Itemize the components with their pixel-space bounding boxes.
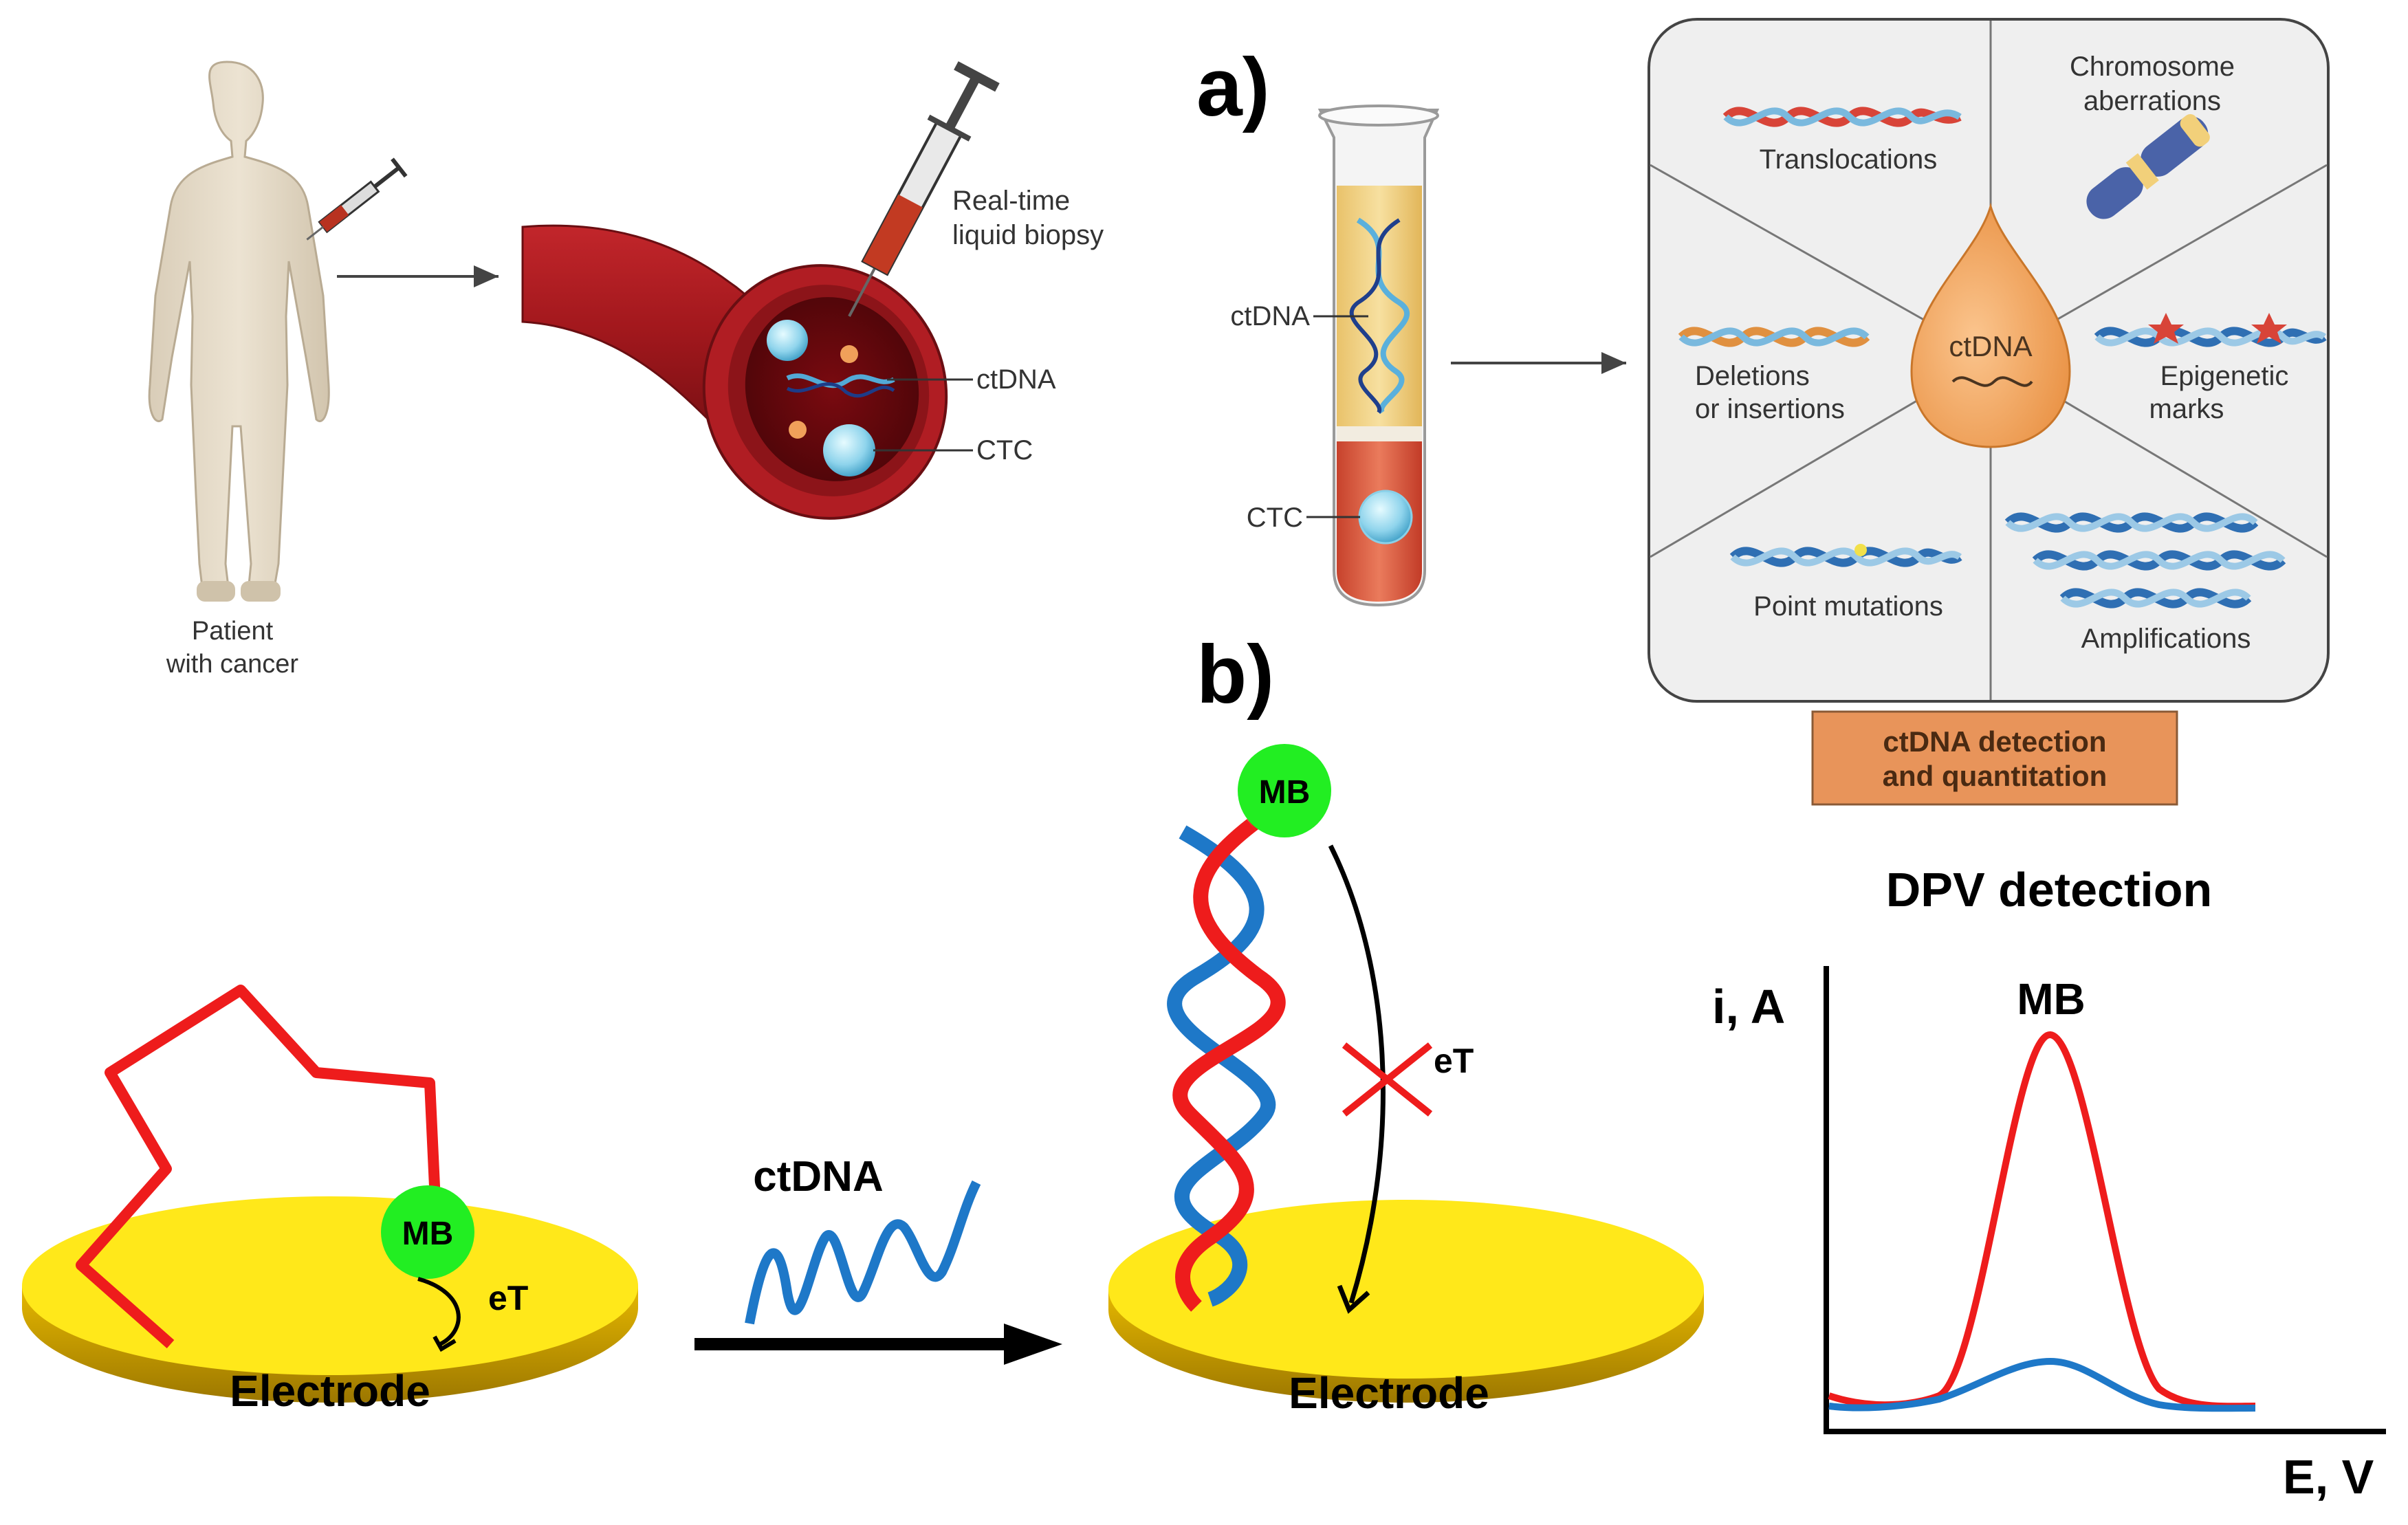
et-label-right: eT bbox=[1434, 1042, 1474, 1080]
electrode-left bbox=[22, 1196, 638, 1403]
dpv-curve-blue bbox=[1828, 1357, 2256, 1412]
et-block-cross-b bbox=[1342, 1042, 1433, 1117]
test-tube bbox=[1317, 105, 1440, 607]
x-axis-label: E, V bbox=[2283, 1450, 2374, 1504]
et-blocked-arrow bbox=[1328, 844, 1386, 1304]
translocations-helix-icon bbox=[1722, 107, 1962, 127]
et-blocked-arrowhead bbox=[1337, 1284, 1370, 1314]
dpv-curve-red bbox=[1828, 1031, 2256, 1410]
vessel-ctdna-label: ctDNA bbox=[976, 364, 1056, 395]
tube-ctc-label: CTC bbox=[1247, 503, 1303, 533]
mb-label-left-dot bbox=[381, 1185, 474, 1279]
big-syringe bbox=[848, 61, 1000, 317]
blood-vessel bbox=[521, 224, 948, 520]
ctdna-strand bbox=[745, 1180, 981, 1325]
amplifications-helix-icon bbox=[2004, 512, 2286, 608]
epigenetic-helix-icon bbox=[2094, 313, 2327, 347]
vessel-ctc-label: CTC bbox=[976, 435, 1033, 465]
electrode-right bbox=[1108, 1200, 1704, 1403]
reaction-arrowhead bbox=[1004, 1324, 1062, 1365]
ctdna-label: ctDNA bbox=[753, 1153, 883, 1200]
mb-label-right: MB bbox=[1259, 774, 1311, 811]
panel-b: b) MB eT Electrode ctDNA MB bbox=[22, 628, 2386, 1504]
deletions-label-line2: or insertions bbox=[1695, 394, 1845, 424]
chromosome-icon bbox=[2086, 113, 2210, 219]
chromosome-label-line1: Chromosome bbox=[2070, 52, 2235, 82]
point-mutations-label: Point mutations bbox=[1753, 591, 1943, 622]
drop-label: ctDNA bbox=[1949, 330, 2032, 362]
y-axis-label: i, A bbox=[1712, 980, 1785, 1033]
epigenetic-label-line2: marks bbox=[2149, 394, 2224, 424]
chromosome-label-line2: aberrations bbox=[2083, 86, 2221, 116]
et-arrowhead-left bbox=[433, 1335, 457, 1352]
patient-label-line2: with cancer bbox=[166, 650, 299, 679]
biopsy-label-line1: Real-time bbox=[952, 186, 1070, 216]
electrode-label-left: Electrode bbox=[230, 1366, 430, 1416]
deletions-label-line1: Deletions bbox=[1695, 361, 1810, 391]
electrode-label-right: Electrode bbox=[1289, 1368, 1489, 1418]
panel-a-letter: a) bbox=[1196, 41, 1270, 133]
point-mutation-helix-icon bbox=[1729, 544, 1962, 567]
patient-label-line1: Patient bbox=[192, 617, 274, 646]
hairpin-probe-strand bbox=[76, 985, 442, 1348]
panel-a: a) Patient with cancer bbox=[148, 18, 2330, 806]
panel-b-letter: b) bbox=[1196, 628, 1274, 721]
amplifications-label: Amplifications bbox=[2081, 624, 2251, 654]
peak-label: MB bbox=[2017, 974, 2086, 1024]
small-syringe bbox=[306, 157, 408, 241]
mb-label-left: MB bbox=[402, 1216, 454, 1252]
translocations-label: Translocations bbox=[1760, 144, 1938, 175]
epigenetic-label-line1: Epigenetic bbox=[2160, 361, 2289, 391]
mb-label-right-dot bbox=[1238, 744, 1331, 837]
et-arrow-left bbox=[417, 1277, 461, 1346]
patient-figure bbox=[148, 61, 330, 602]
et-label-left: eT bbox=[488, 1279, 528, 1317]
alterations-panel: ctDNA Translocations Chromosome aberrati… bbox=[1648, 18, 2330, 703]
tube-ctdna-label: ctDNA bbox=[1230, 301, 1310, 331]
biopsy-label-line2: liquid biopsy bbox=[952, 220, 1104, 250]
detection-box bbox=[1811, 710, 2178, 806]
dpv-title: DPV detection bbox=[1886, 863, 2213, 917]
deletions-helix-icon bbox=[1678, 327, 1870, 347]
detection-box-line1: ctDNA detection bbox=[1883, 725, 2106, 758]
detection-box-line2: and quantitation bbox=[1883, 760, 2108, 792]
ctdna-drop bbox=[1910, 202, 2071, 448]
